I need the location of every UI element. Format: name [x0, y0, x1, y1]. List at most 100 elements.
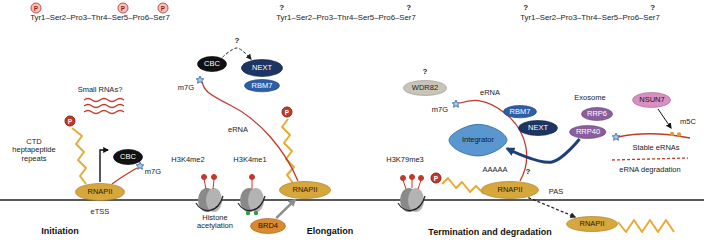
m5c-mark	[670, 132, 674, 136]
acetyl-mark	[246, 211, 250, 215]
m7g-cap	[196, 76, 204, 83]
annotation-label: CTD heptapeptide repeats	[6, 138, 62, 163]
edge-label: ?	[234, 37, 241, 46]
annotation-label: Small RNAs?	[78, 86, 123, 94]
node-label: RBM7	[510, 108, 531, 116]
phospho-mark: P	[65, 116, 76, 127]
mark-head	[410, 175, 415, 180]
mark-head	[250, 175, 255, 180]
phospho-mark: P	[431, 173, 442, 184]
acetyl-mark	[254, 211, 258, 215]
node-label: NEXT	[528, 124, 548, 132]
small-rna	[84, 105, 124, 108]
degraded-erna	[612, 158, 688, 160]
node-label: RNAPII	[87, 188, 112, 196]
nucleosome	[238, 188, 265, 212]
ctd-tail	[618, 220, 674, 232]
node-shape	[280, 182, 331, 199]
next-complex: NEXT	[518, 120, 558, 136]
polymerase: RNAPII	[481, 181, 539, 199]
unknown-mark: ?	[279, 4, 284, 13]
small-rna	[84, 99, 124, 102]
mark-head	[202, 175, 207, 180]
node-label: BRD4	[258, 222, 278, 230]
m7g-cap	[452, 100, 460, 107]
annotation-label: eRNA degradation	[619, 166, 680, 174]
annotation-label: AAAAA	[482, 166, 507, 174]
stage-heading: Termination and degradation	[428, 228, 551, 238]
unknown-mark: ?	[406, 4, 411, 13]
brd4-protein: BRD4	[250, 218, 286, 234]
phospho-mark: P	[30, 3, 41, 14]
mark-stem	[252, 179, 253, 189]
nucleosome	[398, 188, 425, 212]
next-complex: NEXT	[241, 59, 283, 77]
exosome-subunit: RRP6	[581, 107, 613, 121]
erna-strand	[202, 82, 298, 181]
annotation-label: eRNA	[228, 126, 248, 134]
cap-stars	[136, 76, 620, 169]
node-label: RNAPII	[497, 186, 522, 194]
node-shape	[519, 121, 558, 136]
node-shape	[76, 184, 125, 201]
mark-head	[419, 176, 424, 181]
connector	[528, 198, 575, 217]
mark-stem	[204, 179, 206, 189]
mark-head	[212, 175, 217, 180]
released-polymerase: RNAPII	[566, 216, 618, 232]
node-label: NSUN7	[639, 96, 664, 104]
dna-wrap	[398, 196, 425, 211]
node-shape	[114, 150, 143, 165]
phospho-mark: P	[282, 107, 293, 118]
nucleosome	[196, 188, 223, 212]
node-label: WDR82	[412, 84, 438, 92]
mark-stem	[403, 180, 406, 189]
node-shape	[449, 124, 507, 156]
node-shape	[198, 57, 227, 72]
unknown-mark: ?	[526, 168, 531, 177]
node-label: CBC	[204, 60, 220, 68]
phospho-mark: P	[157, 3, 168, 14]
phospho-mark: P	[118, 3, 129, 14]
annotation-label: H3K79me3	[386, 156, 424, 164]
node-shape	[251, 219, 286, 234]
tss-arrow	[100, 150, 108, 182]
annotation-label: H3K4me1	[233, 156, 266, 164]
small-rna	[84, 111, 124, 114]
annotation-label: Exosome	[574, 94, 605, 102]
annotation-label: m5C	[680, 118, 696, 126]
methylation-arrow	[658, 109, 671, 128]
ctd-sequence: Tyr1–Ser2–Pro3–Thr4–Ser5–Pro6–Ser7	[30, 14, 170, 23]
node-label: Integrator	[462, 136, 494, 144]
node-shape	[570, 126, 606, 139]
ctd-sequence: Tyr1–Ser2–Pro3–Thr4–Ser5–Pro6–Ser7	[276, 14, 416, 23]
annotation-label: m7G	[432, 106, 448, 114]
node-shape	[567, 217, 618, 232]
node-label: CBC	[120, 153, 136, 161]
node-shape	[404, 81, 447, 96]
nsun7-protein: NSUN7	[632, 92, 671, 108]
node-shape	[633, 93, 671, 108]
m7g-cap	[612, 133, 620, 140]
node-label: NEXT	[252, 64, 272, 72]
m5c-mark	[677, 132, 681, 136]
annotation-label: eRNA	[480, 89, 500, 97]
polymerase: RNAPII	[279, 181, 331, 199]
node-shape	[242, 60, 283, 77]
wdr82-protein: WDR82	[403, 80, 447, 96]
annotation-label: m7G	[178, 84, 194, 92]
annotation-label: H3K4me2	[171, 156, 204, 164]
node-label: RNAPII	[292, 186, 317, 194]
nascent-rna	[112, 168, 137, 184]
mark-stem	[412, 179, 413, 188]
node-label: RNAPII	[579, 220, 604, 228]
rna-strands	[84, 82, 690, 184]
connector	[222, 48, 250, 59]
node-shape	[482, 182, 539, 199]
rbm7-protein: RBM7	[503, 105, 537, 118]
cap-binding-complex: CBC	[113, 149, 143, 165]
node-label: RRP40	[576, 128, 600, 136]
ctd-tail	[282, 119, 294, 183]
dna-wrap	[196, 196, 223, 211]
